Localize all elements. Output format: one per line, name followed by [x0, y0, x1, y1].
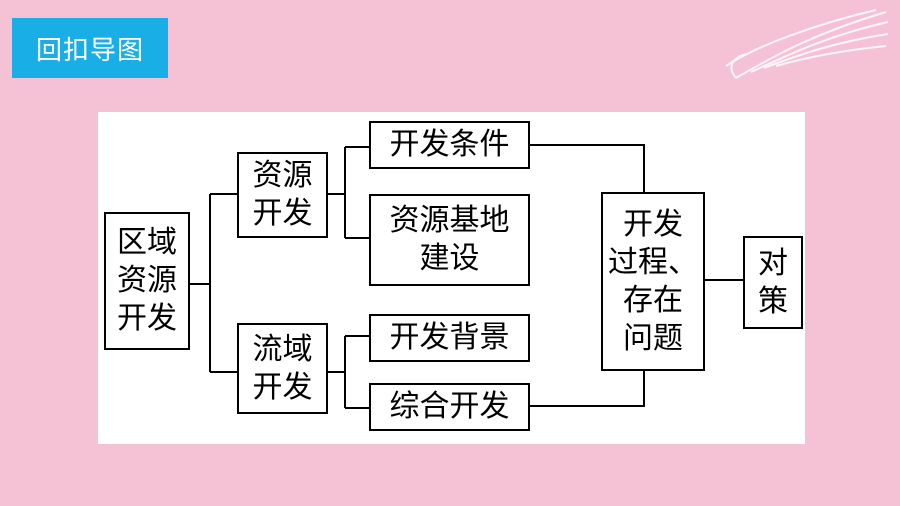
- branch-resource-box: 资源 开发: [237, 152, 328, 238]
- river-item-box: 开发背景: [369, 314, 530, 362]
- connector-lines: [188, 144, 744, 409]
- resource-item-box: 开发条件: [369, 121, 530, 169]
- result-box: 对 策: [743, 236, 803, 329]
- root-box: 区域 资源 开发: [104, 212, 190, 350]
- river-item-box: 综合开发: [369, 383, 530, 431]
- branch-river-box: 流域 开发: [237, 323, 328, 414]
- connector-to-process: [529, 144, 645, 192]
- resource-item-box: 资源基地 建设: [369, 194, 530, 286]
- diagram-panel: 区域 资源 开发 资源 开发 流域 开发 开发条件 资源基地 建设 开发背景 综…: [98, 112, 805, 444]
- process-box: 开发 过程、 存在 问题: [601, 192, 705, 371]
- page-title: 回扣导图: [12, 18, 168, 78]
- wing-icon: [725, 9, 889, 79]
